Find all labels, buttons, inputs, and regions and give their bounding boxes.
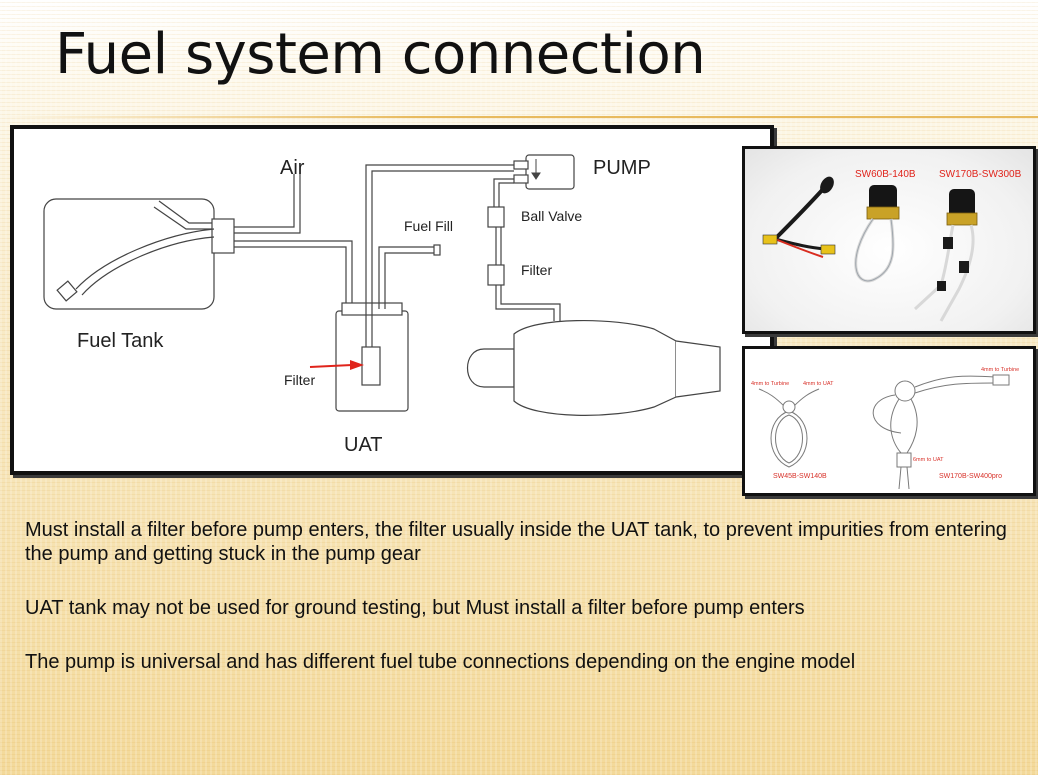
uat-filter: [361, 346, 381, 386]
pump-photo-illustration: SW60B-140B SW170B-SW300B: [762, 169, 1022, 322]
label-left-model: SW45B-SW140B: [773, 473, 827, 480]
ball-valve: [487, 206, 505, 228]
right-tube-fitting: [894, 380, 916, 402]
label-model-a: SW60B-140B: [855, 169, 916, 180]
label-fuel-tank: Fuel Tank: [77, 330, 164, 352]
pump-a: [854, 185, 900, 283]
inline-filter: [487, 264, 505, 286]
title-divider: [0, 116, 1038, 118]
fuel-tank-shape: [43, 198, 215, 310]
label-pump: PUMP: [593, 157, 651, 179]
note-ground-testing: UAT tank may not be used for ground test…: [25, 597, 805, 619]
pump-cable: [773, 185, 827, 258]
pump-body: [525, 154, 575, 190]
label-model-b: SW170B-SW300B: [939, 169, 1022, 180]
connector-yellow-left: [762, 234, 778, 245]
fuel-system-schematic: Air PUMP Fuel Fill Ball Valve Filter Fue…: [43, 154, 721, 456]
uat-to-pump-line: [365, 164, 514, 347]
label-filter-inline: Filter: [521, 262, 552, 278]
notes-section: Must install a filter before pump enters…: [25, 518, 1015, 704]
pump-outlet-line: [493, 178, 514, 207]
turbine-body: [513, 319, 677, 416]
label-air: Air: [280, 157, 305, 179]
tank-feed-line: [234, 240, 353, 309]
label-right-model: SW170B-SW400pro: [939, 473, 1002, 480]
tube-connection-panel: 4mm to Turbine 4mm to UAT SW45B-SW140B 4…: [742, 346, 1036, 496]
turbine-nose: [466, 348, 515, 388]
clunk-line: [75, 228, 215, 290]
left-tube-loop: [770, 410, 808, 468]
label-filter-uat: Filter: [284, 372, 315, 388]
tube-connection-illustration: 4mm to Turbine 4mm to UAT SW45B-SW140B 4…: [751, 367, 1019, 490]
label-fuel-fill: Fuel Fill: [404, 218, 453, 234]
filter-pointer-arrow: [309, 360, 364, 370]
page-title: Fuel system connection: [55, 22, 706, 87]
tank-fitting: [211, 218, 235, 254]
label-uat: UAT: [344, 434, 383, 456]
label-left-to-turbine: 4mm to Turbine: [751, 381, 789, 387]
turbine-feed-line: [495, 285, 555, 321]
note-filter-before-pump: Must install a filter before pump enters…: [25, 519, 1007, 565]
label-ball-valve: Ball Valve: [521, 208, 582, 224]
fuel-fill-line: [378, 246, 434, 309]
note-pump-universal: The pump is universal and has different …: [25, 651, 856, 673]
label-right-to-turbine: 4mm to Turbine: [981, 367, 1019, 373]
connector-yellow-right: [820, 244, 836, 255]
label-left-to-uat: 4mm to UAT: [803, 381, 834, 387]
pump-photo-panel: SW60B-140B SW170B-SW300B: [742, 146, 1036, 334]
label-right-to-uat: 6mm to UAT: [913, 457, 944, 463]
pump-b: [913, 189, 978, 322]
clunk-weight: [56, 280, 78, 302]
air-line: [234, 174, 295, 228]
fuel-system-diagram: Air PUMP Fuel Fill Ball Valve Filter Fue…: [10, 125, 774, 475]
turbine-exhaust: [675, 340, 721, 398]
fuel-fill-plug: [433, 244, 441, 256]
